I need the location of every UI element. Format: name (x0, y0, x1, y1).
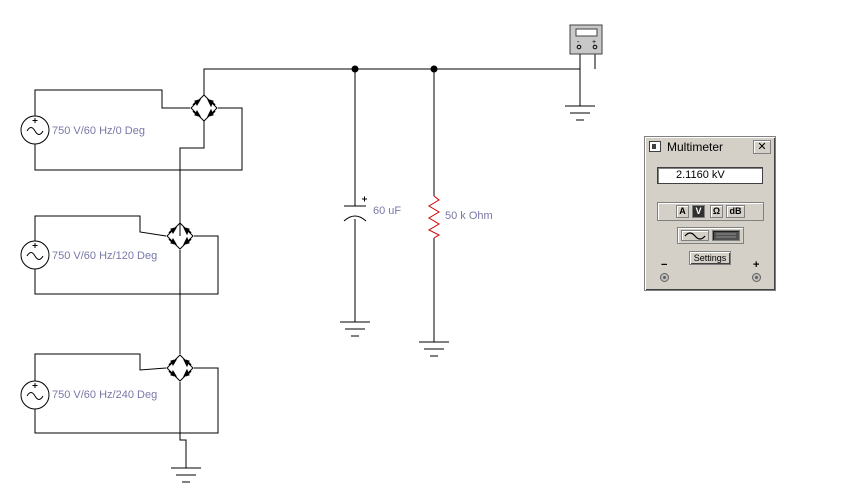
source-2-label: 750 V/60 Hz/120 Deg (52, 250, 158, 262)
mode-db-button[interactable]: dB (726, 205, 745, 218)
capacitor-symbol (343, 196, 367, 222)
source1-wire (34, 89, 190, 117)
mode-v-button[interactable]: V (692, 205, 705, 218)
multimeter-instrument-icon (569, 24, 603, 55)
ground-symbol (340, 321, 370, 337)
source3-wire (34, 353, 167, 382)
dc-button[interactable] (712, 230, 740, 241)
junction-dot (430, 65, 438, 73)
bridge-rectifier-2 (166, 222, 194, 250)
mode-button-group: A V Ω dB (657, 202, 764, 221)
bridge-rectifier-3 (166, 354, 194, 382)
plus-terminal-label: + (753, 259, 760, 271)
mode-ohm-button[interactable]: Ω (710, 205, 723, 218)
close-button[interactable]: ✕ (753, 140, 771, 154)
plus-terminal[interactable] (752, 273, 761, 282)
ac-icon (684, 232, 706, 240)
bridge1-neg-wire (179, 121, 205, 236)
settings-button[interactable]: Settings (689, 251, 731, 265)
junction-dot (351, 65, 359, 73)
bridge-rectifier-1 (190, 94, 218, 122)
top-bus-wire (203, 52, 581, 95)
meter-icon-minus: - (577, 39, 580, 46)
mode-a-button[interactable]: A (676, 205, 689, 218)
source2-wire (34, 215, 167, 241)
source-1-label: 750 V/60 Hz/0 Deg (52, 125, 145, 137)
resistor-label: 50 k Ohm (445, 210, 493, 222)
ac-button[interactable] (681, 230, 709, 241)
ac-source-1 (20, 115, 50, 145)
waveform-button-group (677, 227, 744, 244)
resistor-symbol (427, 195, 441, 239)
dc-icon (716, 233, 736, 238)
meter-icon-plus: + (592, 39, 596, 46)
multimeter-title: Multimeter (667, 140, 724, 154)
minus-terminal-label: − (661, 259, 668, 271)
ac-source-2 (20, 240, 50, 270)
ground-wire-bottom (179, 382, 187, 468)
ac-source-3 (20, 380, 50, 410)
source-3-label: 750 V/60 Hz/240 Deg (52, 389, 158, 401)
capacitor-label: 60 uF (373, 205, 402, 217)
multimeter-display: 2.1160 kV (657, 167, 763, 184)
minus-terminal[interactable] (660, 273, 669, 282)
multimeter-window-icon (649, 141, 661, 152)
multimeter-titlebar[interactable]: Multimeter ✕ (647, 139, 773, 156)
multimeter-window[interactable]: Multimeter ✕ 2.1160 kV A V Ω dB Settings… (644, 136, 776, 291)
ground-symbol (419, 341, 449, 357)
ground-symbol (565, 105, 595, 121)
ground-symbol (171, 467, 201, 483)
